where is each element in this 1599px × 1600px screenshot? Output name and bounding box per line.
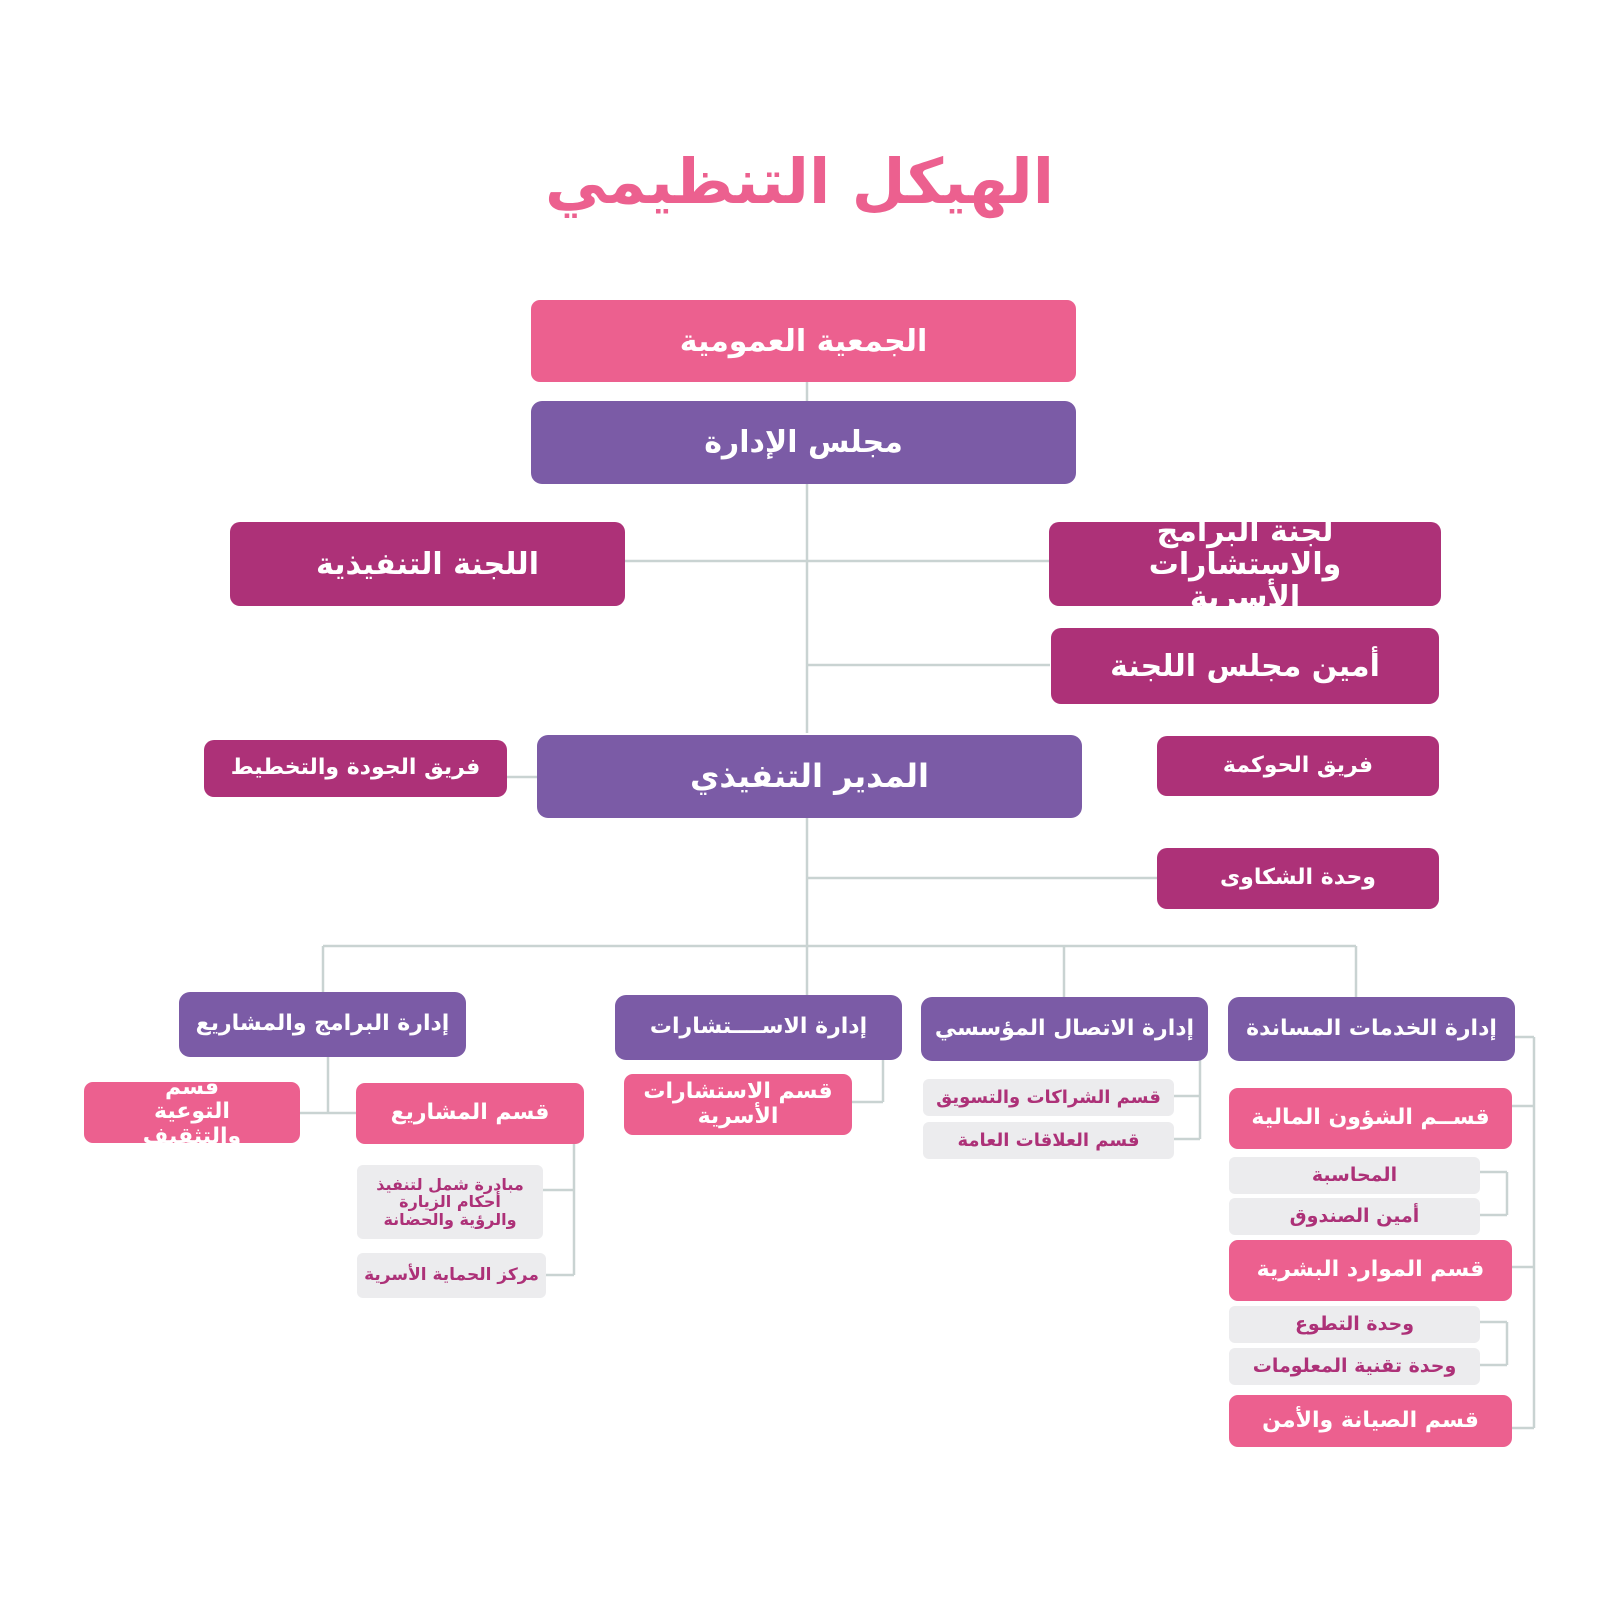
- awareness-section-box: قسم التوعية والتثقيف: [84, 1076, 300, 1148]
- partnerships-section-box: قسم الشراكات والتسويق: [923, 1079, 1174, 1116]
- board-box: مجلس الإدارة: [531, 401, 1076, 484]
- executive-director-box: المدير التنفيذي: [537, 735, 1082, 818]
- governance-team-box: فريق الحوكمة: [1157, 736, 1439, 796]
- programs-committee-box: لجنة البرامج والاستشارات الأسرية: [1049, 515, 1441, 614]
- shamel-initiative-box: مبادرة شمل لتنفيذ أحكام الزيارة والرؤية …: [357, 1165, 543, 1239]
- public-relations-section-box: قسم العلاقات العامة: [923, 1122, 1174, 1159]
- executive-committee-box: اللجنة التنفيذية: [230, 522, 625, 606]
- family-consulting-section-box: قسم الاستشارات الأسرية: [624, 1074, 852, 1135]
- maintenance-section-box: قسم الصيانة والأمن: [1229, 1395, 1512, 1447]
- hr-section-box: قسم الموارد البشرية: [1229, 1240, 1512, 1301]
- it-unit-box: وحدة تقنية المعلومات: [1229, 1348, 1480, 1385]
- accounting-unit-box: المحاسبة: [1229, 1157, 1480, 1194]
- treasurer-box: أمين الصندوق: [1229, 1198, 1480, 1235]
- volunteering-unit-box: وحدة التطوع: [1229, 1306, 1480, 1343]
- quality-team-box: فريق الجودة والتخطيط: [204, 740, 507, 797]
- projects-section-box: قسم المشاريع: [356, 1083, 584, 1144]
- board-secretary-box: أمين مجلس اللجنة: [1051, 628, 1439, 704]
- family-protection-center-box: مركز الحماية الأسرية: [357, 1253, 546, 1298]
- support-department-box: إدارة الخدمات المساندة: [1228, 997, 1515, 1061]
- finance-section-box: قســم الشؤون المالية: [1229, 1088, 1512, 1149]
- general-assembly-box: الجمعية العمومية: [531, 300, 1076, 382]
- complaints-unit-box: وحدة الشكاوى: [1157, 848, 1439, 909]
- communication-department-box: إدارة الاتصال المؤسسي: [921, 997, 1208, 1061]
- page-title: الهيكل التنظيمي: [545, 145, 1054, 218]
- programs-department-box: إدارة البرامج والمشاريع: [179, 992, 466, 1057]
- consulting-department-box: إدارة الاســــتشارات: [615, 995, 902, 1060]
